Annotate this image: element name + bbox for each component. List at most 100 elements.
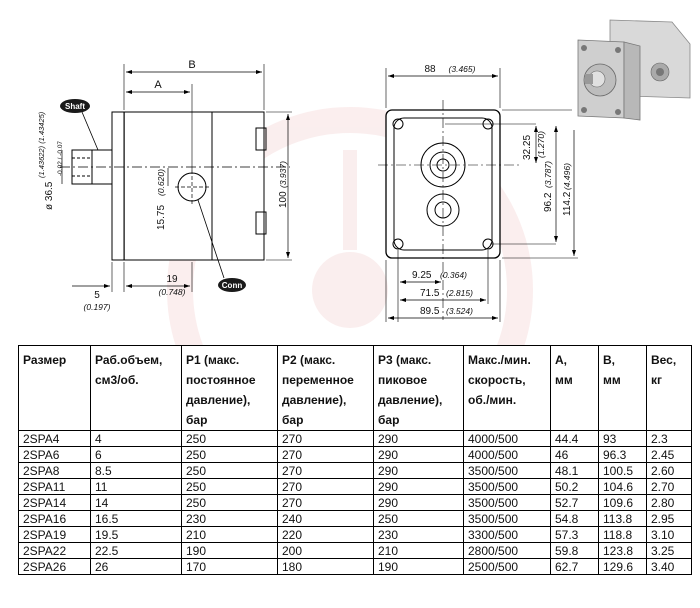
table-cell: 170 [181,558,278,575]
dim-15-75: 15.75 [156,205,167,230]
column-header-line: Размер [23,353,67,367]
column-header-line: Вес, [651,353,677,367]
column-header: A,мм [550,345,599,431]
column-header-line: кг [651,373,663,387]
table-cell: 96.3 [598,446,647,463]
dim-b-label: B [188,59,195,71]
table-cell: 270 [277,478,374,495]
table-cell: 59.8 [550,542,599,559]
table-cell: 220 [277,526,374,543]
table-cell: 50.2 [550,478,599,495]
table-cell: 210 [373,542,464,559]
dim-9-25: 9.25 [412,270,432,281]
column-header-line: Макс./мин. [468,353,531,367]
table-cell: 290 [373,478,464,495]
table-cell: 2500/500 [463,558,551,575]
dim-71-5: 71.5 [420,288,440,299]
table-cell: 118.8 [598,526,647,543]
table-cell: 2.80 [646,494,692,511]
table-cell: 3500/500 [463,510,551,527]
dim-19-in: (0.748) [159,287,186,297]
table-cell: 240 [277,510,374,527]
table-cell: 3300/500 [463,526,551,543]
table-cell: 2SPA8 [18,462,91,479]
column-header-line: бар [378,413,400,427]
table-cell: 250 [181,478,278,495]
column-header-line: переменное [282,373,354,387]
table-cell: 270 [277,430,374,447]
dim-32-25-in: (1.270) [536,131,546,158]
table-cell: 19.5 [90,526,182,543]
column-header-line: см3/об. [95,373,139,387]
column-header-line: давление), [378,393,443,407]
table-cell: 2.95 [646,510,692,527]
dim-9-25-in: (0.364) [440,270,467,280]
column-header: Размер [18,345,91,431]
column-header-line: A, [555,353,567,367]
table-cell: 2.45 [646,446,692,463]
table-header-row: Размер Раб.объем, см3/об. P1 (макс. постоянн… [18,345,692,431]
dim-88: 88 [424,64,436,75]
table-cell: 270 [277,494,374,511]
table-cell: 109.6 [598,494,647,511]
dim-88-in: (3.465) [449,64,476,74]
column-header-line: давление), [186,393,251,407]
table-cell: 48.1 [550,462,599,479]
table-cell: 230 [181,510,278,527]
column-header-line: мм [603,373,621,387]
table-cell: 2SPA14 [18,494,91,511]
table-cell: 2SPA4 [18,430,91,447]
dim-89-5-in: (3.524) [446,306,473,316]
table-cell: 2SPA16 [18,510,91,527]
column-header-line: постоянное [186,373,256,387]
table-cell: 8.5 [90,462,182,479]
table-cell: 250 [373,510,464,527]
table-cell: 250 [181,430,278,447]
dim-19: 19 [166,274,178,285]
specs-table: Размер Раб.объем, см3/об. P1 (макс. постоянн… [18,345,692,575]
column-header: Вес, кг [646,345,692,431]
table-cell: 2SPA19 [18,526,91,543]
table-cell: 54.8 [550,510,599,527]
arrowheads-side [104,70,290,288]
dim-114-2-in: (4.496) [562,163,572,190]
table-cell: 290 [373,446,464,463]
column-header-line: Раб.объем, [95,353,163,367]
table-cell: 113.8 [598,510,647,527]
table-cell: 3500/500 [463,478,551,495]
table-cell: 16.5 [90,510,182,527]
table-cell: 290 [373,462,464,479]
table-cell: 2.60 [646,462,692,479]
table-cell: 290 [373,494,464,511]
shaft-badge: Shaft [60,99,99,151]
column-header: B,мм [598,345,647,431]
table-cell: 6 [90,446,182,463]
table-cell: 123.8 [598,542,647,559]
column-header-line: давление), [282,393,347,407]
table-cell: 3.25 [646,542,692,559]
dim-100-in: (3.937) [278,161,288,188]
column-header-line: бар [282,413,304,427]
front-view [378,68,578,322]
dim-100: 100 [278,191,289,208]
dim-89-5: 89.5 [420,306,440,317]
table-cell: 230 [373,526,464,543]
table-cell: 2.3 [646,430,692,447]
table-cell: 22.5 [90,542,182,559]
column-header-line: пиковое [378,373,428,387]
column-header-line: P1 (макс. [186,353,240,367]
table-cell: 3500/500 [463,494,551,511]
table-cell: 270 [277,462,374,479]
table-cell: 2SPA11 [18,478,91,495]
table-cell: 3.40 [646,558,692,575]
dim-5-in: (0.197) [84,302,111,312]
technical-drawing: Shaft Conn B A 5 (0.197) 19 (0.748) 15.7… [37,19,691,345]
dim-5: 5 [94,290,100,301]
